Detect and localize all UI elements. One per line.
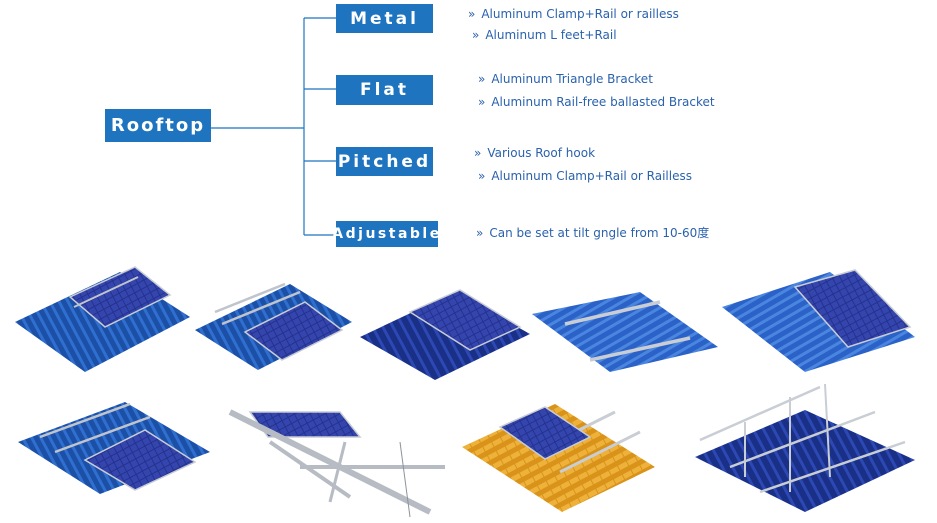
adjustable-label: Adjustable <box>332 226 442 242</box>
metal-roof-rails-only-image <box>532 292 718 372</box>
bullet-marker: » <box>476 226 484 240</box>
metal-roof-panel-array-image <box>722 269 915 372</box>
adjustable-node: Adjustable <box>332 221 439 247</box>
bullet-text: Aluminum Triangle Bracket <box>491 72 653 86</box>
metal-roof-l-feet-rail-image <box>195 282 352 370</box>
bullet-marker: » <box>472 28 480 42</box>
bullet-text: Aluminum L feet+Rail <box>485 28 617 42</box>
adjustable-bullet-1: » Can be set at tilt gngle from 10-60度 <box>476 224 709 241</box>
metal-roof-rail-mount-image <box>18 402 210 494</box>
pitched-node: Pitched <box>336 147 433 176</box>
flat-triangle-bracket-image <box>228 409 445 518</box>
pitched-label: Pitched <box>337 151 432 172</box>
flat-node: Flat <box>336 75 433 105</box>
bullet-marker: » <box>478 169 486 183</box>
bullet-marker: » <box>468 7 476 21</box>
bullet-marker: » <box>478 95 486 109</box>
metal-label: Metal <box>350 8 419 29</box>
rooftop-label: Rooftop <box>110 115 206 136</box>
bullet-marker: » <box>474 146 482 160</box>
metal-bullet-2: » Aluminum L feet+Rail <box>472 28 617 42</box>
metal-roof-railless-image <box>360 289 530 380</box>
pitched-bullet-1: » Various Roof hook <box>474 146 595 160</box>
bullet-text: Aluminum Clamp+Rail or railless <box>481 7 679 21</box>
flat-label: Flat <box>359 80 410 100</box>
bullet-marker: » <box>478 72 486 86</box>
bullet-text: Various Roof hook <box>487 146 596 160</box>
bullet-text: Aluminum Clamp+Rail or Railless <box>491 169 692 183</box>
tile-roof-hook-image <box>462 404 655 512</box>
connector-lines <box>211 17 336 236</box>
adjustable-tilt-frame-image <box>695 383 915 512</box>
flat-bullet-2: » Aluminum Rail-free ballasted Bracket <box>478 95 715 109</box>
rooftop-node: Rooftop <box>105 109 211 142</box>
product-gallery <box>15 266 915 518</box>
pitched-bullet-2: » Aluminum Clamp+Rail or Railless <box>478 169 692 183</box>
metal-bullet-1: » Aluminum Clamp+Rail or railless <box>468 7 679 21</box>
bullet-text: Aluminum Rail-free ballasted Bracket <box>491 95 715 109</box>
metal-node: Metal <box>336 4 433 33</box>
flat-bullet-1: » Aluminum Triangle Bracket <box>478 72 653 86</box>
bullet-text: Can be set at tilt gngle from 10-60度 <box>489 226 710 240</box>
metal-roof-clamp-rail-image <box>15 266 190 372</box>
